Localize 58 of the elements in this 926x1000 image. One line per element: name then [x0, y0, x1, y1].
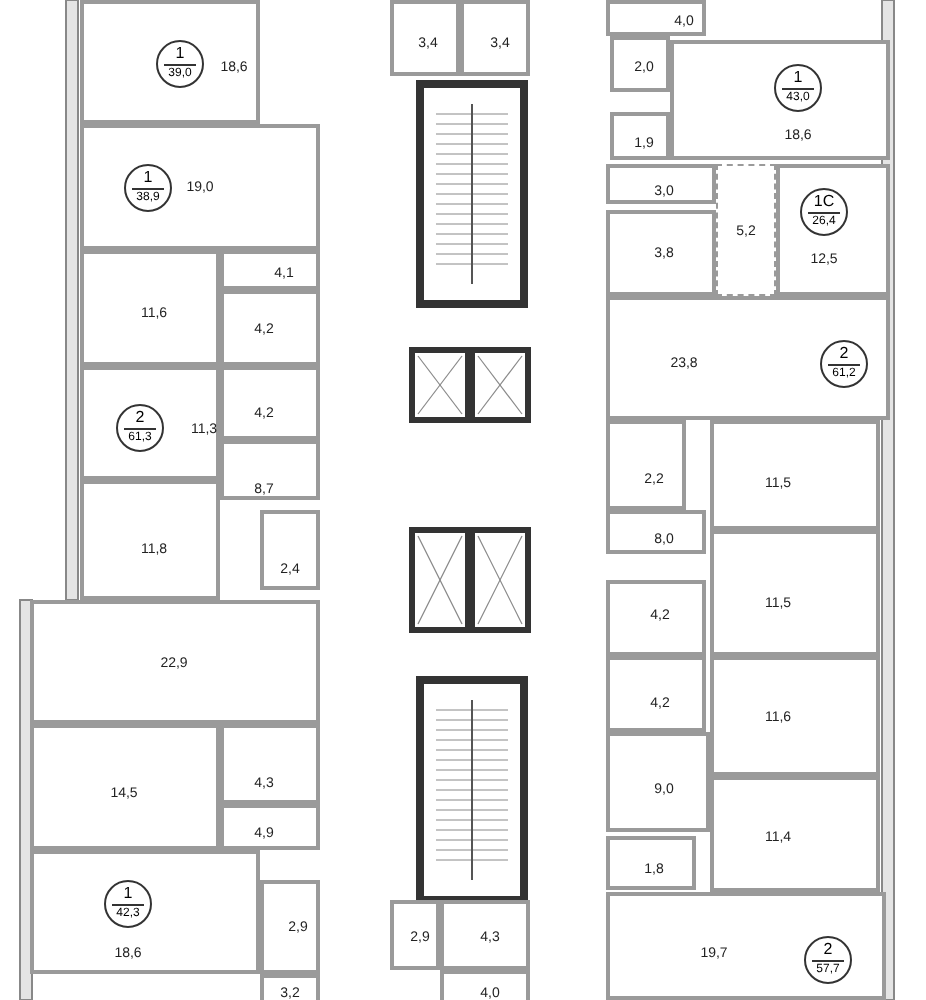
room-outline	[710, 530, 880, 656]
room-outline	[606, 210, 716, 296]
room-outline	[606, 892, 886, 1000]
apartment-badge	[820, 340, 868, 388]
room-outline	[606, 510, 706, 554]
room-outline	[440, 970, 530, 1000]
room-outline	[220, 290, 320, 366]
room-outline	[80, 124, 320, 250]
room-outline	[606, 164, 716, 204]
apartment-badge	[124, 164, 172, 212]
room-outline	[220, 250, 320, 290]
room-outline	[606, 732, 710, 832]
room-outline	[220, 440, 320, 500]
apartment-type: 1С	[811, 194, 837, 210]
apartment-type: 1	[121, 886, 135, 902]
room-outline	[390, 900, 440, 970]
room-outline	[220, 724, 320, 804]
apartment-type: 1	[141, 170, 155, 186]
room-outline	[610, 112, 670, 160]
apartment-badge	[104, 880, 152, 928]
room-outline	[80, 366, 220, 480]
apartment-type: 2	[133, 410, 147, 426]
room-outline	[80, 480, 220, 600]
room-outline	[80, 250, 220, 366]
room-outline	[260, 880, 320, 974]
room-outline	[606, 656, 706, 732]
apartment-badge	[156, 40, 204, 88]
room-outline	[606, 420, 686, 510]
apartment-badge	[116, 404, 164, 452]
room-outline	[606, 296, 890, 420]
room-outline	[710, 656, 880, 776]
apartment-badge	[800, 188, 848, 236]
apartment-type: 1	[791, 70, 805, 86]
apartment-badge	[804, 936, 852, 984]
room-outline	[390, 0, 460, 76]
room-outline	[80, 0, 260, 124]
apartment-type: 2	[837, 346, 851, 362]
room-outline	[710, 420, 880, 530]
apartment-badge	[774, 64, 822, 112]
apartment-type: 1	[173, 46, 187, 62]
apartment-type: 2	[821, 942, 835, 958]
room-outline	[606, 836, 696, 890]
room-outline	[606, 580, 706, 656]
room-outline	[220, 366, 320, 440]
room-outline	[716, 164, 776, 296]
room-outline	[606, 0, 706, 36]
room-outline	[30, 850, 260, 974]
room-outline	[460, 0, 530, 76]
room-outline	[30, 724, 220, 850]
room-outline	[670, 40, 890, 160]
room-outline	[30, 600, 320, 724]
room-outline	[260, 510, 320, 590]
room-outline	[610, 36, 670, 92]
room-outline	[710, 776, 880, 892]
room-outline	[260, 974, 320, 1000]
room-outline	[440, 900, 530, 970]
room-outline	[220, 804, 320, 850]
room-outline	[776, 164, 890, 296]
